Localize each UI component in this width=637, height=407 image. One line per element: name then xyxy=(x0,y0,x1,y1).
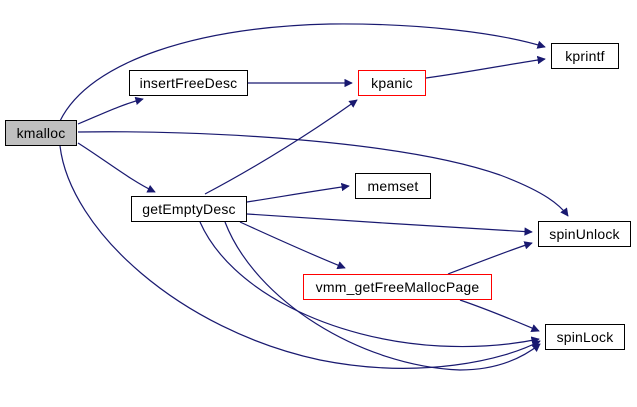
node-label: kmalloc xyxy=(16,125,66,141)
edge-getEmptyDesc-spinLock-b xyxy=(224,221,541,371)
edge-vmm-spinUnlock xyxy=(447,241,533,275)
node-label: kprintf xyxy=(565,48,605,64)
node-label: getEmptyDesc xyxy=(142,201,236,217)
edge-getEmptyDesc-kpanic xyxy=(204,99,358,195)
node-insertFreeDesc[interactable]: insertFreeDesc xyxy=(129,70,248,96)
edge-kmalloc-spinLock xyxy=(59,145,541,369)
node-kprintf[interactable]: kprintf xyxy=(551,43,619,69)
node-label: memset xyxy=(367,178,419,194)
edge-kmalloc-spinUnlock xyxy=(77,131,569,217)
edge-kpanic-kprintf xyxy=(425,55,546,79)
edge-kmalloc-kprintf xyxy=(59,23,546,122)
node-kmalloc[interactable]: kmalloc xyxy=(5,120,77,146)
edge-kmalloc-getEmptyDesc xyxy=(77,142,156,193)
node-label: spinLock xyxy=(556,329,614,345)
node-label: kpanic xyxy=(371,75,413,91)
node-label: spinUnlock xyxy=(549,226,620,242)
node-kpanic[interactable]: kpanic xyxy=(358,70,426,96)
node-memset[interactable]: memset xyxy=(355,173,431,199)
node-spinUnlock[interactable]: spinUnlock xyxy=(538,221,631,247)
node-label: vmm_getFreeMallocPage xyxy=(315,279,480,295)
edge-getEmptyDesc-vmm xyxy=(239,221,346,270)
edge-getEmptyDesc-spinLock-a xyxy=(199,221,540,348)
node-vmm-getFreeMallocPage[interactable]: vmm_getFreeMallocPage xyxy=(303,274,492,300)
edge-getEmptyDesc-memset xyxy=(246,182,350,203)
edge-vmm-spinLock xyxy=(459,299,540,333)
node-label: insertFreeDesc xyxy=(139,75,238,91)
node-getEmptyDesc[interactable]: getEmptyDesc xyxy=(131,196,247,222)
edge-kmalloc-insertFreeDesc xyxy=(77,96,144,125)
node-spinLock[interactable]: spinLock xyxy=(545,324,625,350)
edge-getEmptyDesc-spinUnlock xyxy=(246,213,533,236)
